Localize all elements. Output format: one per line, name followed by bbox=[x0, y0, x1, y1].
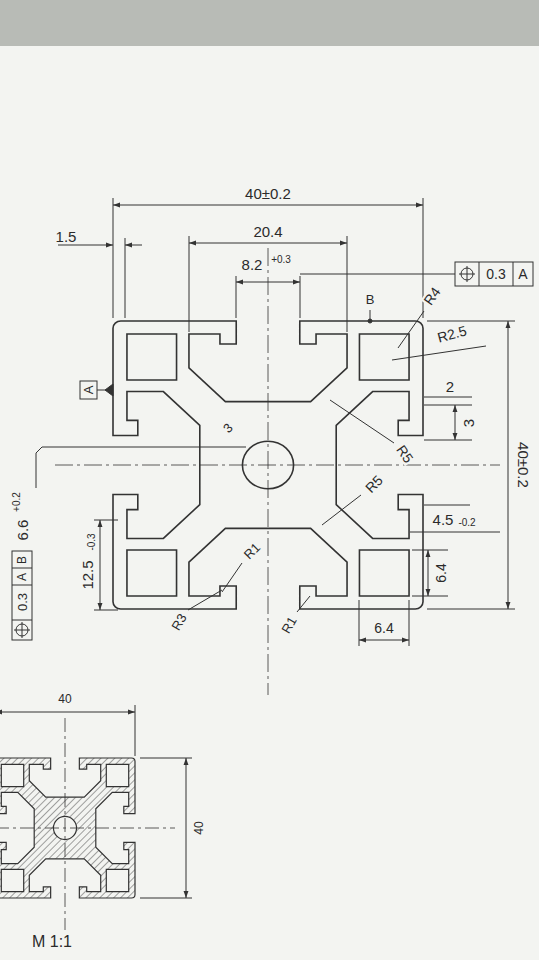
tolerance-value: 0.3 bbox=[16, 592, 29, 612]
drawing-stroke bbox=[140, 758, 192, 759]
dimension-text: 8.2 bbox=[241, 257, 264, 272]
drawing-stroke bbox=[105, 384, 113, 396]
dimension-text: 40 bbox=[193, 820, 205, 835]
dimension-text: 40±0.2 bbox=[244, 186, 292, 201]
drawing-stroke bbox=[513, 262, 514, 286]
drawing-stroke bbox=[236, 276, 237, 318]
radius-text: R1 bbox=[279, 614, 300, 637]
dimension-text: 4.5 bbox=[432, 512, 455, 527]
radius-text: R3 bbox=[169, 611, 190, 634]
drawing-stroke bbox=[300, 274, 455, 275]
photo-background bbox=[0, 0, 539, 46]
scale-note: M 1:1 bbox=[31, 934, 73, 950]
dimension-text: 3 bbox=[220, 420, 236, 436]
drawing-stroke bbox=[455, 405, 456, 440]
drawing-stroke bbox=[125, 238, 126, 318]
drawing-stroke bbox=[427, 321, 515, 322]
dimension-text: 2 bbox=[445, 379, 455, 394]
drawing-stroke bbox=[300, 276, 301, 318]
dimension-lines bbox=[0, 198, 533, 930]
drawing-stroke bbox=[455, 262, 533, 286]
drawing-stroke bbox=[424, 505, 470, 506]
drawing-stroke bbox=[409, 600, 410, 646]
drawing-stroke bbox=[0, 712, 135, 713]
tolerance-text: +0.2 bbox=[12, 491, 22, 513]
drawing-stroke bbox=[398, 311, 424, 348]
dimension-text: 6.6 bbox=[15, 519, 30, 542]
datum-label: A bbox=[82, 385, 95, 396]
tolerance-text: -0.2 bbox=[457, 518, 476, 528]
drawing-stroke bbox=[427, 609, 515, 610]
drawing-stroke bbox=[412, 550, 448, 551]
drawing-stroke bbox=[424, 405, 472, 406]
drawing-stroke bbox=[80, 381, 97, 399]
dimension-text: 1.5 bbox=[55, 229, 78, 244]
drawing-stroke bbox=[236, 282, 300, 283]
radius-text: R2.5 bbox=[435, 323, 469, 345]
drawing-stroke bbox=[12, 620, 32, 621]
drawing-stroke bbox=[424, 440, 472, 441]
dimension-text: 6.4 bbox=[434, 562, 448, 583]
drawing-stroke bbox=[22, 622, 23, 638]
drawing-stroke bbox=[424, 397, 472, 398]
dimension-text: 3 bbox=[461, 418, 476, 428]
drawing-stroke bbox=[36, 447, 246, 488]
drawing-stroke bbox=[113, 205, 423, 206]
drawing-stroke bbox=[58, 245, 113, 246]
radius-text: R5 bbox=[362, 472, 386, 496]
drawing-stroke bbox=[412, 596, 448, 597]
drawing-stroke bbox=[467, 266, 468, 282]
dimension-text: 6.4 bbox=[373, 621, 394, 635]
drawing-stroke bbox=[297, 596, 310, 612]
drawing-stroke bbox=[0, 828, 175, 829]
dimension-text: 12.5 bbox=[80, 559, 95, 590]
drawing-stroke bbox=[189, 236, 190, 332]
drawing-stroke bbox=[368, 319, 372, 323]
drawing-stroke bbox=[94, 610, 118, 611]
drawing-stroke bbox=[12, 585, 32, 586]
drawing-stroke bbox=[189, 243, 347, 244]
drawing-stroke bbox=[135, 705, 136, 756]
drawing-stroke bbox=[428, 550, 429, 596]
drawing-stroke bbox=[330, 400, 394, 443]
tolerance-text: +0.3 bbox=[270, 255, 292, 265]
datum-reference: A bbox=[517, 267, 528, 281]
drawing-stroke bbox=[125, 245, 142, 246]
drawing-stroke bbox=[65, 718, 66, 930]
drawing-stroke bbox=[222, 563, 242, 592]
drawing-stroke bbox=[410, 532, 500, 533]
drawing-stroke bbox=[479, 262, 480, 286]
drawing-stroke bbox=[12, 551, 32, 640]
drawing-stroke bbox=[140, 898, 192, 899]
tolerance-value: 0.3 bbox=[485, 267, 506, 281]
dimension-text: 20.4 bbox=[252, 224, 283, 239]
radius-text: R4 bbox=[421, 284, 444, 308]
drawing-stroke bbox=[359, 640, 409, 641]
drawing-stroke bbox=[188, 590, 222, 610]
drawing-stroke bbox=[347, 236, 348, 332]
drawing-stroke bbox=[113, 198, 114, 318]
radius-text: R5 bbox=[394, 442, 417, 466]
drawing-stroke bbox=[12, 568, 32, 569]
drawing-stroke bbox=[100, 520, 101, 610]
datum-label: B bbox=[365, 293, 376, 306]
tolerance-text: -0.3 bbox=[87, 532, 97, 551]
datum-reference: B bbox=[16, 555, 28, 565]
drawing-stroke bbox=[55, 465, 500, 466]
drawing-stroke bbox=[94, 520, 118, 521]
datum-reference: A bbox=[16, 572, 28, 582]
dimension-text: 40 bbox=[57, 693, 72, 705]
drawing-stroke bbox=[322, 495, 361, 525]
drawing-stroke bbox=[508, 321, 509, 609]
dimension-text: 40±0.2 bbox=[516, 441, 531, 489]
radius-text: R1 bbox=[241, 540, 263, 562]
drawing-stroke bbox=[268, 248, 269, 695]
drawing-stroke bbox=[186, 758, 187, 898]
drawing-stroke bbox=[392, 346, 486, 360]
drawing-stroke bbox=[359, 600, 360, 646]
